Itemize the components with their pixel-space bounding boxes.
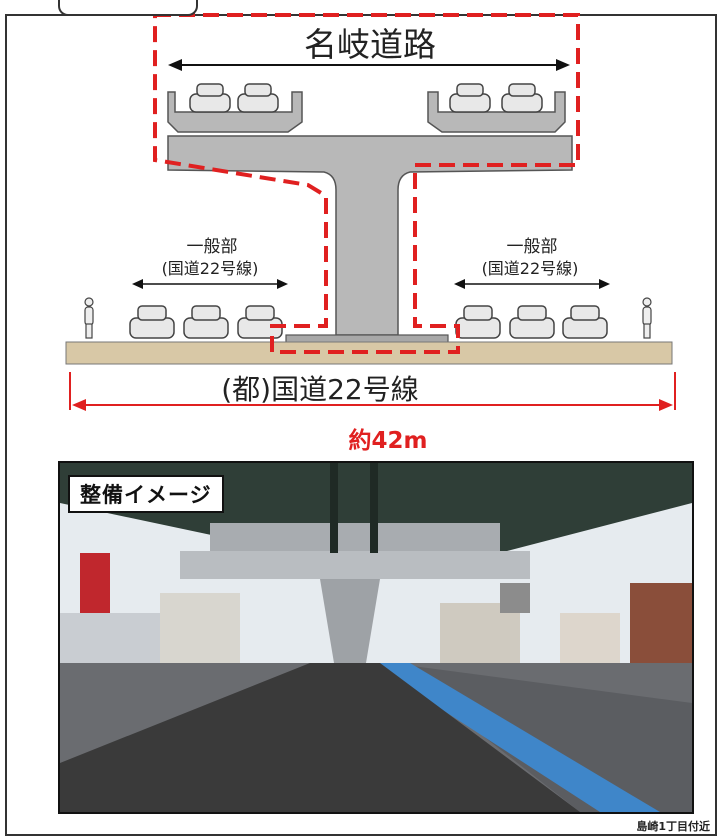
elevated-deck-left [167,91,303,133]
pedestrian-right-icon [642,297,652,339]
lane-right-sub: (国道22号線) [482,259,579,278]
photo-illustration [60,463,692,812]
ground-cars [129,305,608,339]
pedestrian-left-icon [84,297,94,339]
completion-photo: 整備イメージ [58,461,694,814]
deck-cars [189,83,543,113]
base-road-label: (都)国道22号線 [221,373,418,406]
elevated-deck-right [427,91,566,133]
lane-left-sub: (国道22号線) [162,259,259,278]
elevated-road-highlight-outline [153,13,580,354]
road-name-label: 名岐道路 [304,25,436,64]
photo-badge: 整備イメージ [68,475,224,513]
panel-tab [58,0,198,16]
road-span-arrow [168,59,570,71]
lane-right-arrow [454,279,610,289]
lane-right-title: 一般部 [507,237,558,257]
cross-section-diagram: 名岐道路 一般部 (国道22号線) 一般部 (国道22号線) [65,13,676,454]
lane-left-arrow [132,279,288,289]
lane-left-title: 一般部 [187,237,238,257]
photo-caption: 島崎1丁目付近 [636,820,710,833]
width-label: 約42m [349,427,428,454]
ground-strip [65,341,673,365]
width-dimension [69,372,676,411]
